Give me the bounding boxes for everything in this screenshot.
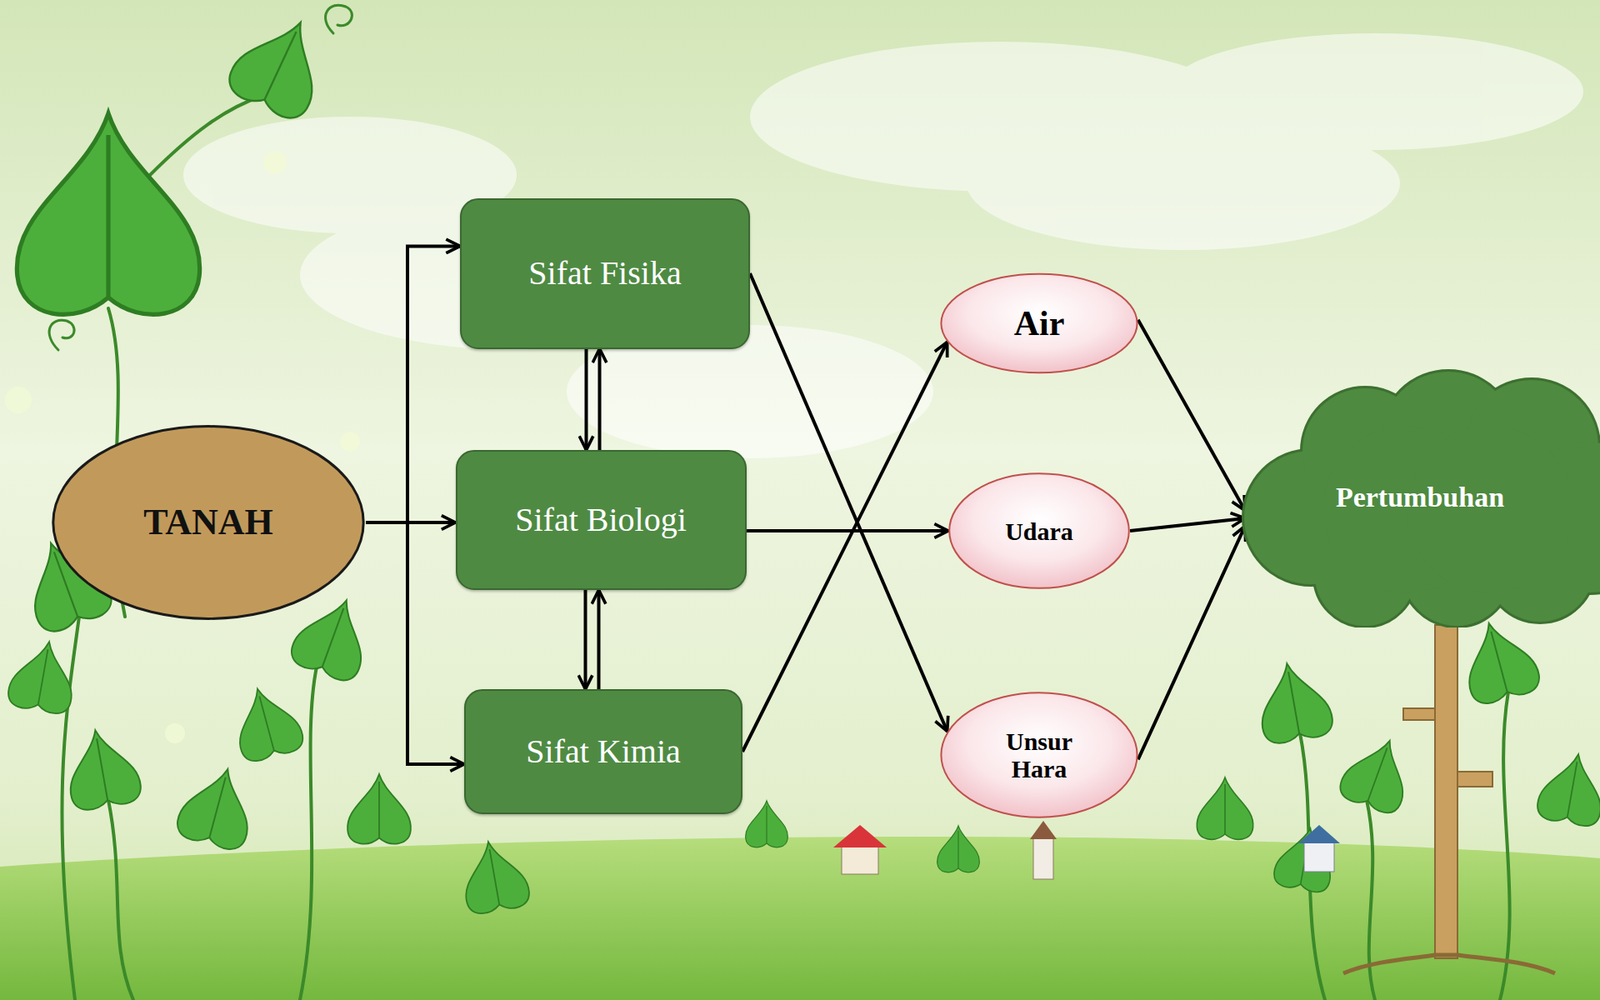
factor-ellipse: Udara: [947, 471, 1131, 590]
tree-trunk: [1343, 625, 1555, 974]
arrow-connector: [742, 341, 948, 752]
leaves: [5, 5, 1600, 916]
arrow-connector: [598, 349, 602, 451]
curl: [49, 320, 75, 350]
houses: [833, 820, 1340, 880]
node-label: Air: [1014, 304, 1065, 343]
branch-stub: [1457, 771, 1493, 787]
label-group: Sifat Kimia: [525, 733, 681, 770]
leaf: [937, 825, 980, 873]
tree-crown: Pertumbuhan: [1240, 367, 1600, 628]
branch-stub: [1403, 708, 1435, 720]
dot: [165, 723, 185, 744]
house: [1304, 841, 1335, 872]
arrow-connector: [584, 590, 588, 690]
leaf: [223, 5, 340, 125]
leaf: [16, 113, 200, 315]
arrow-connector: [365, 245, 460, 523]
label-group: Air: [1014, 304, 1065, 343]
ellipse-shape: [940, 274, 1137, 373]
node-label: Sifat Biologi: [515, 501, 687, 539]
node-label: TANAH: [143, 502, 274, 543]
curl: [325, 5, 353, 34]
trunk-base: [1343, 955, 1555, 974]
roof: [1030, 820, 1057, 840]
leaf: [1455, 614, 1544, 708]
arrow-connector: [1138, 320, 1245, 511]
vine: [300, 666, 317, 1000]
node-label: Unsur Hara: [989, 727, 1090, 783]
vine: [1366, 800, 1375, 1000]
leaf: [347, 774, 411, 845]
vine: [150, 95, 263, 175]
leaf: [5, 636, 80, 716]
dot: [263, 150, 287, 175]
node-label: Sifat Kimia: [525, 733, 681, 770]
soil-ellipse: TANAH: [50, 423, 367, 622]
property-box: Sifat Biologi: [455, 450, 747, 590]
leaf: [286, 588, 380, 685]
vines: [49, 5, 1510, 1000]
leaf: [1335, 730, 1420, 817]
ellipse-shape: [949, 473, 1130, 589]
trunk: [1435, 625, 1458, 959]
leaf: [1535, 749, 1600, 829]
arrow-connector: [365, 522, 465, 765]
leaf: [1252, 657, 1335, 746]
property-box: Sifat Kimia: [464, 689, 743, 815]
roof: [1298, 825, 1340, 844]
vine: [1500, 691, 1510, 1000]
dot: [5, 386, 32, 414]
label-group: TANAH: [143, 502, 274, 543]
label-group: Sifat Biologi: [515, 501, 687, 539]
arrow-connector: [1130, 518, 1245, 531]
grass: [0, 836, 1600, 1000]
arrow-connector: [746, 529, 950, 533]
roof: [833, 825, 887, 848]
arrow-connector: [1138, 525, 1245, 760]
cloud: [1166, 33, 1584, 150]
leaf: [1196, 777, 1253, 840]
tower: [1033, 837, 1054, 880]
factor-ellipse: Air: [939, 272, 1140, 375]
node-label: Pertumbuhan: [1335, 481, 1505, 513]
leaf: [226, 680, 306, 765]
label-group: Sifat Fisika: [528, 255, 681, 292]
label-group: Unsur Hara: [989, 727, 1090, 783]
vine: [108, 800, 134, 1000]
arrow-connector: [750, 273, 948, 732]
leaf: [457, 836, 532, 916]
leaf: [174, 760, 263, 854]
factor-ellipse: Unsur Hara: [939, 690, 1140, 820]
leaf: [60, 724, 144, 813]
label-group: Pertumbuhan: [1335, 481, 1505, 513]
property-box: Sifat Fisika: [460, 198, 750, 350]
label-group: Udara: [1005, 517, 1074, 545]
node-label: Sifat Fisika: [528, 255, 681, 292]
house: [841, 845, 879, 875]
ellipse-shape: [53, 426, 364, 620]
arrow-connector: [597, 590, 601, 690]
arrow-connector: [585, 349, 589, 451]
ellipse-shape: [940, 692, 1137, 817]
dot: [340, 431, 360, 452]
leaf: [745, 800, 789, 848]
node-label: Udara: [1005, 517, 1074, 545]
